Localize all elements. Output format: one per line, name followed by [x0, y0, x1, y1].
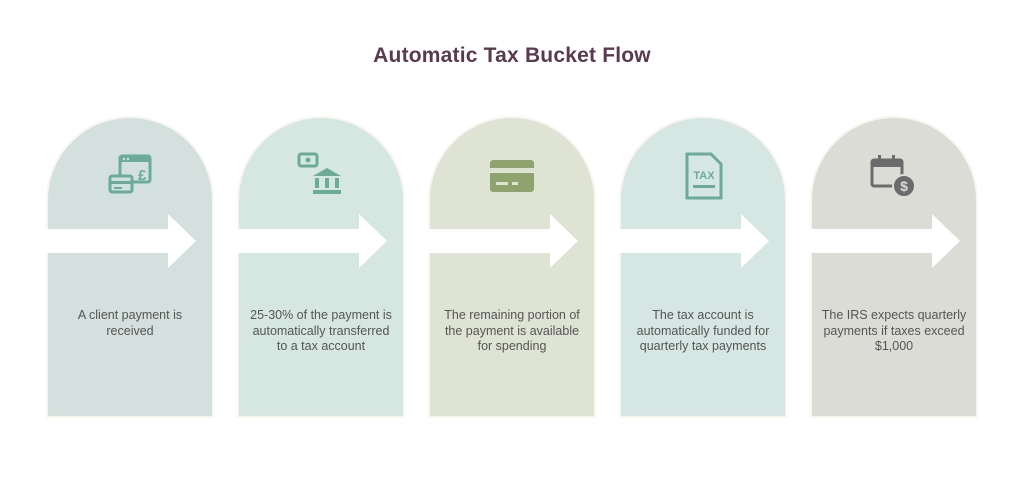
money-bank-icon — [297, 152, 345, 200]
step-description: The IRS expects quarterly payments if ta… — [821, 308, 967, 353]
credit-card-icon — [488, 152, 536, 200]
step-description: 25-30% of the payment is automatically t… — [250, 308, 392, 353]
step-card-3: The remaining portion of the payment is … — [428, 116, 596, 418]
step-card-2: 25-30% of the payment is automatically t… — [237, 116, 405, 418]
svg-text:£: £ — [138, 167, 147, 184]
flow-arrow — [428, 214, 578, 268]
step-card-4: TAX The tax account is automatically fun… — [619, 116, 787, 418]
flow-arrow — [810, 214, 960, 268]
step-description: A client payment is received — [77, 308, 183, 338]
flow-arrow — [619, 214, 769, 268]
svg-text:$: $ — [900, 178, 908, 194]
step-description: The remaining portion of the payment is … — [444, 308, 580, 353]
calendar-dollar-icon: $ — [870, 152, 918, 200]
step-description: The tax account is automatically funded … — [636, 308, 770, 353]
svg-text:TAX: TAX — [693, 170, 715, 182]
diagram-title: Automatic Tax Bucket Flow — [373, 44, 651, 67]
tax-document-icon: TAX — [679, 152, 727, 200]
flow-arrow — [46, 214, 196, 268]
step-card-5: $ The IRS expects quarterly payments if … — [810, 116, 978, 418]
payment-card-pound-icon: £ — [106, 152, 154, 200]
step-card-1: £ A client payment is received — [46, 116, 214, 418]
flow-arrow — [237, 214, 387, 268]
